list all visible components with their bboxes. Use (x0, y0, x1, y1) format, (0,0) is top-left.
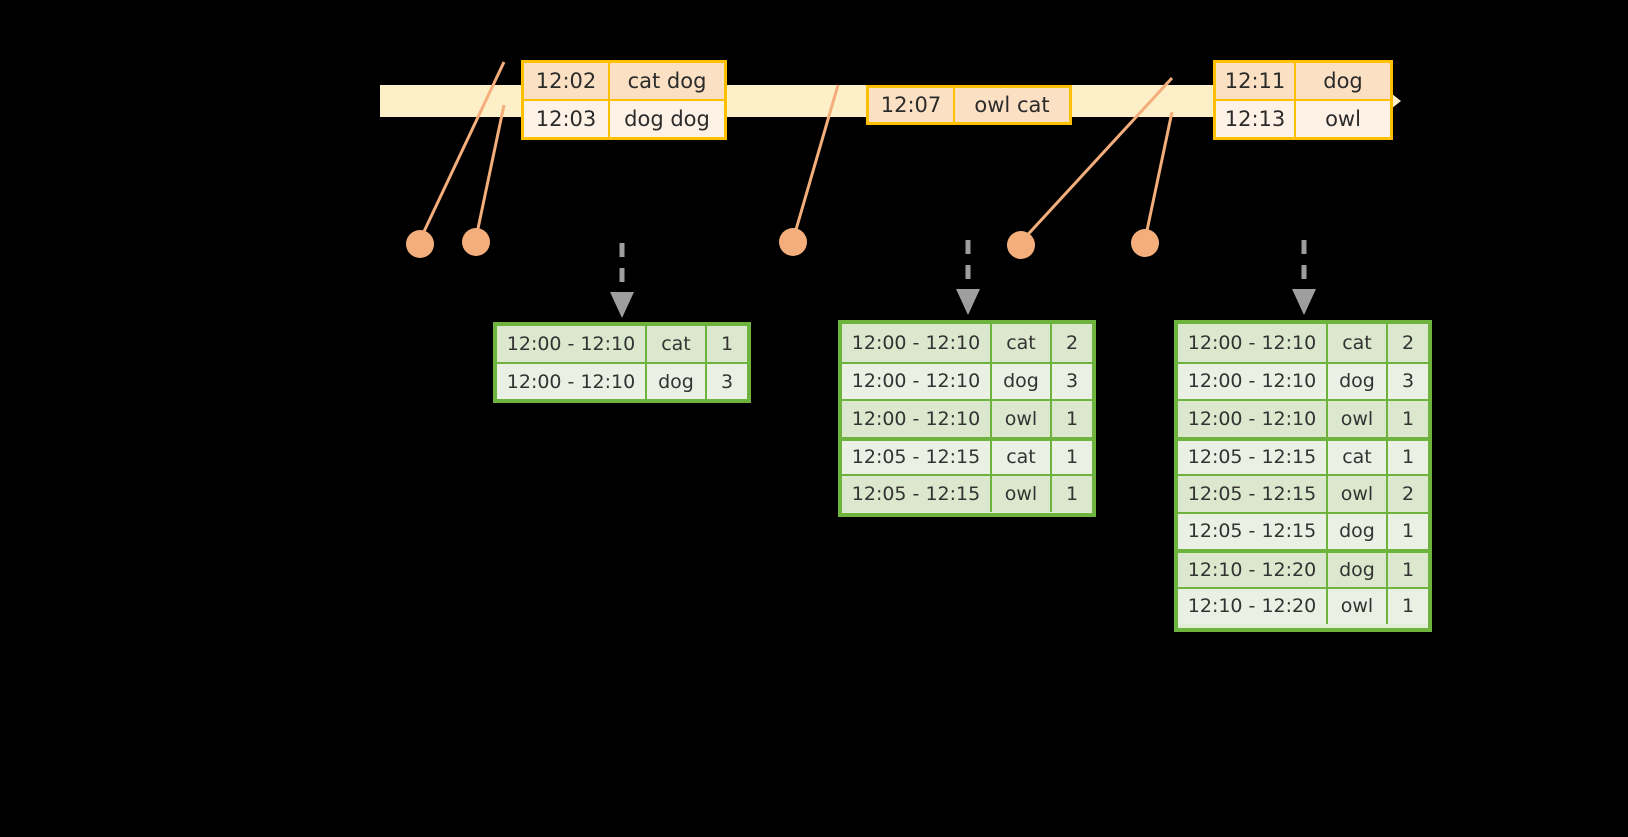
event-dot-4 (1007, 231, 1035, 259)
event-words: owl cat (955, 88, 1069, 122)
cell-window: 12:05 - 12:15 (1178, 513, 1328, 549)
event-time: 12:13 (1216, 101, 1296, 137)
event-words: cat dog (610, 63, 724, 99)
event-words: dog dog (610, 101, 724, 137)
cell-count: 1 (1401, 595, 1415, 618)
cell-word: dog (992, 363, 1052, 399)
cell-word: owl (1328, 401, 1388, 437)
cell-word: cat (992, 324, 1052, 362)
cell-window: 12:00 - 12:10 (497, 326, 647, 363)
result-table-2[interactable]: 12:00 - 12:10 cat 2 12:00 - 12:10 dog 3 … (838, 320, 1096, 517)
table-row[interactable]: 12:10 - 12:20 owl 1 (1178, 586, 1428, 624)
cell-word: owl (1328, 588, 1388, 624)
cell-word: dog (1328, 513, 1388, 549)
table-row[interactable]: 12:00 - 12:10 dog 3 (842, 361, 1092, 399)
table-row[interactable]: 12:00 - 12:10 cat 2 (1178, 324, 1428, 362)
cell-count: 2 (1065, 331, 1079, 354)
cell-word: dog (647, 364, 707, 399)
cell-count: 1 (1065, 446, 1079, 469)
cell-window: 12:05 - 12:15 (842, 476, 992, 512)
cell-window: 12:00 - 12:10 (842, 401, 992, 437)
cell-count: 1 (720, 333, 734, 356)
cell-window: 12:05 - 12:15 (1178, 440, 1328, 474)
trigger-arrowhead-3 (1292, 289, 1316, 315)
cell-count: 1 (1401, 558, 1415, 581)
event-time: 12:07 (869, 88, 955, 122)
result-table-1[interactable]: 12:00 - 12:10 cat 1 12:00 - 12:10 dog 3 (493, 322, 751, 403)
cell-count: 2 (1401, 482, 1415, 505)
cell-window: 12:05 - 12:15 (1178, 476, 1328, 512)
cell-word: cat (1328, 440, 1388, 474)
cell-window: 12:00 - 12:10 (497, 364, 647, 399)
table-row[interactable]: 12:00 - 12:10 cat 1 (497, 326, 747, 363)
event-dot-3 (779, 228, 807, 256)
event-group-2[interactable]: 12:07 owl cat (866, 85, 1072, 125)
cell-word: owl (992, 476, 1052, 512)
wire-5 (1143, 111, 1174, 241)
cell-count: 1 (1401, 407, 1415, 430)
cell-count: 1 (1065, 407, 1079, 430)
cell-word: owl (1328, 476, 1388, 512)
table-row[interactable]: 12:05 - 12:15 cat 1 (842, 436, 1092, 474)
cell-word: cat (647, 326, 707, 363)
cell-window: 12:05 - 12:15 (842, 440, 992, 474)
cell-window: 12:00 - 12:10 (842, 324, 992, 362)
table-row[interactable]: 12:00 - 12:10 owl 1 (842, 399, 1092, 437)
event-time: 12:03 (524, 101, 610, 137)
cell-window: 12:10 - 12:20 (1178, 588, 1328, 624)
event-group-1[interactable]: 12:02 cat dog 12:03 dog dog (521, 60, 727, 140)
event-dot-2 (462, 228, 490, 256)
event-row[interactable]: 12:02 cat dog (524, 63, 724, 99)
cell-count: 2 (1401, 331, 1415, 354)
table-row[interactable]: 12:00 - 12:10 dog 3 (1178, 361, 1428, 399)
wire-2 (474, 104, 506, 239)
event-dot-1 (406, 230, 434, 258)
cell-window: 12:00 - 12:10 (1178, 363, 1328, 399)
table-row[interactable]: 12:05 - 12:15 dog 1 (1178, 511, 1428, 549)
table-row[interactable]: 12:00 - 12:10 cat 2 (842, 324, 1092, 362)
trigger-arrowhead-2 (956, 289, 980, 315)
cell-count: 3 (1065, 370, 1079, 393)
event-row[interactable]: 12:03 dog dog (524, 99, 724, 137)
event-time: 12:02 (524, 63, 610, 99)
cell-count: 3 (1401, 370, 1415, 393)
table-row[interactable]: 12:00 - 12:10 owl 1 (1178, 399, 1428, 437)
table-row[interactable]: 12:05 - 12:15 owl 1 (842, 474, 1092, 512)
event-row[interactable]: 12:11 dog (1216, 63, 1390, 99)
cell-word: dog (1328, 363, 1388, 399)
event-row[interactable]: 12:07 owl cat (869, 88, 1069, 122)
cell-word: cat (1328, 324, 1388, 362)
event-words: owl (1296, 101, 1390, 137)
cell-window: 12:10 - 12:20 (1178, 553, 1328, 587)
cell-count: 1 (1401, 446, 1415, 469)
table-row[interactable]: 12:05 - 12:15 cat 1 (1178, 436, 1428, 474)
event-group-3[interactable]: 12:11 dog 12:13 owl (1213, 60, 1393, 140)
table-row[interactable]: 12:10 - 12:20 dog 1 (1178, 549, 1428, 587)
cell-window: 12:00 - 12:10 (1178, 401, 1328, 437)
trigger-arrowhead-1 (610, 292, 634, 318)
table-row[interactable]: 12:00 - 12:10 dog 3 (497, 362, 747, 399)
cell-window: 12:00 - 12:10 (842, 363, 992, 399)
event-words: dog (1296, 63, 1390, 99)
cell-word: cat (992, 440, 1052, 474)
cell-word: owl (992, 401, 1052, 437)
cell-word: dog (1328, 553, 1388, 587)
event-dot-5 (1131, 229, 1159, 257)
event-time: 12:11 (1216, 63, 1296, 99)
cell-window: 12:00 - 12:10 (1178, 324, 1328, 362)
table-row[interactable]: 12:05 - 12:15 owl 2 (1178, 474, 1428, 512)
event-row[interactable]: 12:13 owl (1216, 99, 1390, 137)
cell-count: 1 (1065, 482, 1079, 505)
result-table-3[interactable]: 12:00 - 12:10 cat 2 12:00 - 12:10 dog 3 … (1174, 320, 1432, 632)
cell-count: 1 (1401, 520, 1415, 543)
cell-count: 3 (720, 370, 734, 393)
